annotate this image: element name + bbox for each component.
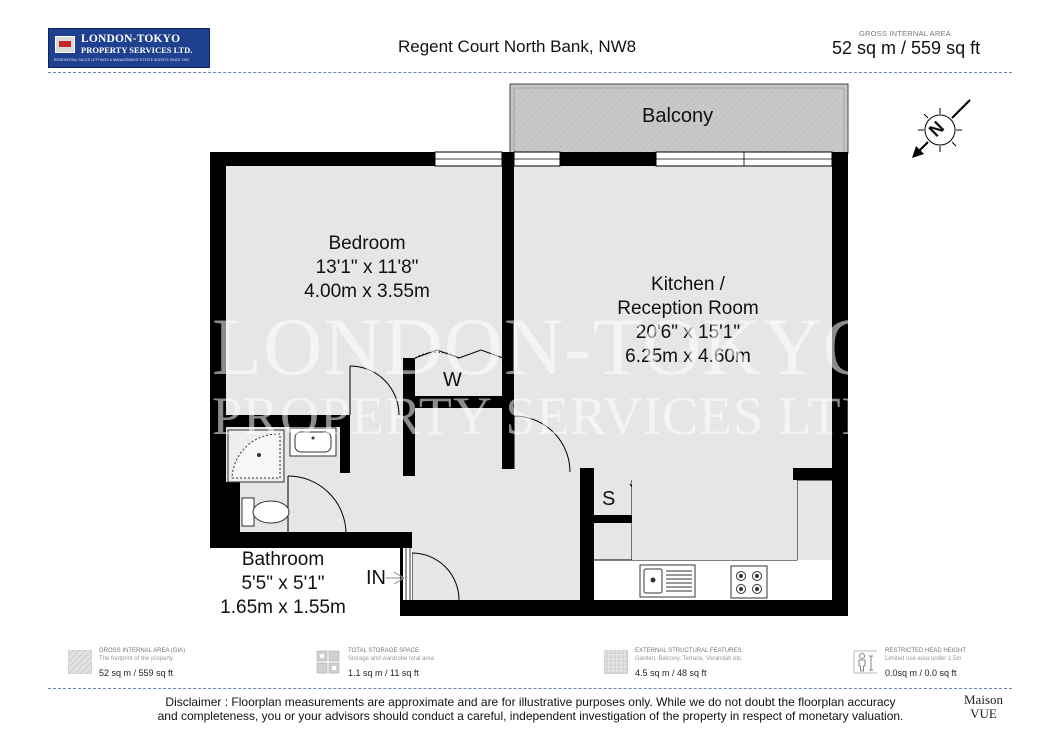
- disclaimer-line1: Disclaimer : Floorplan measurements are …: [165, 695, 896, 709]
- legend-gia-title: GROSS INTERNAL AREA (GIA): [99, 648, 186, 654]
- balcony-label: Balcony: [642, 105, 714, 127]
- floor-plan: [210, 83, 971, 616]
- hatched-area-icon: [68, 650, 92, 674]
- toilet-icon: [241, 497, 255, 527]
- kitchen-name-line1: Kitchen /: [651, 274, 725, 295]
- legend-storage-value: 1.1 sq m / 11 sq ft: [348, 668, 419, 678]
- legend-headheight-title: RESTRICTED HEAD HEIGHT: [885, 648, 967, 654]
- bathroom-imperial: 5'5" x 5'1": [241, 573, 325, 594]
- legend-headheight-value: 0.0sq m / 0.0 sq ft: [885, 668, 957, 678]
- storage-label: S: [602, 488, 616, 510]
- logo-subtitle: PROPERTY SERVICES LTD.: [81, 45, 193, 55]
- entrance-label: IN: [366, 567, 386, 589]
- doors: [287, 349, 651, 601]
- bathroom-label: Bathroom 5'5" x 5'1" 1.65m x 1.55m: [198, 548, 368, 620]
- brand-line1: Maison: [964, 692, 1003, 707]
- bedroom-metric: 4.00m x 3.55m: [304, 281, 430, 302]
- disclaimer: Disclaimer : Floorplan measurements are …: [0, 695, 1061, 723]
- legend-headheight-desc: Limited use area under 1.5m: [885, 656, 962, 662]
- balcony: [509, 83, 849, 154]
- disclaimer-line2: and completeness, you or your advisors s…: [157, 709, 904, 723]
- legend-gia-value: 52 sq m / 559 sq ft: [99, 668, 174, 678]
- kitchen-name-line2: Reception Room: [617, 298, 759, 319]
- legend-external-desc: Garden, Balcony, Terrace, Verandah etc.: [635, 656, 743, 662]
- brand-mark: Maison VUE: [964, 693, 1003, 721]
- logo-badge-icon: [55, 36, 75, 53]
- storage-icon: [316, 650, 340, 674]
- kitchen-counter: [594, 479, 832, 600]
- agency-logo: LONDON-TOKYO PROPERTY SERVICES LTD. RESI…: [48, 28, 210, 68]
- bedroom-name: Bedroom: [328, 233, 406, 254]
- legend-external-value: 4.5 sq m / 48 sq ft: [635, 668, 707, 678]
- legend-storage-title: TOTAL STORAGE SPACE: [348, 648, 420, 654]
- header-divider: [48, 72, 1012, 73]
- legend-external-title: EXTERNAL STRUCTURAL FEATURES: [635, 648, 742, 654]
- brand-line2: VUE: [970, 706, 997, 721]
- property-title: Regent Court North Bank, NW8: [398, 37, 637, 56]
- sink-icon: [639, 564, 696, 598]
- bedroom-label: Bedroom 13'1" x 11'8" 4.00m x 3.55m: [282, 232, 452, 304]
- legend-storage-desc: Storage and wardrobe total area: [348, 656, 435, 662]
- gia-value: 52 sq m / 559 sq ft: [832, 38, 981, 58]
- kitchen-imperial: 20'6" x 15'1": [635, 322, 741, 343]
- bathroom-fittings: [227, 427, 337, 527]
- logo-name: LONDON-TOKYO: [81, 33, 181, 45]
- windows: [434, 151, 833, 167]
- entrance-arrow-icon: [386, 571, 405, 585]
- gia-caption: GROSS INTERNAL AREA: [859, 29, 951, 38]
- hob-icon: [730, 565, 768, 599]
- bathroom-metric: 1.65m x 1.55m: [220, 597, 346, 618]
- footer-divider: [48, 688, 1012, 689]
- wardrobe-label: W: [443, 369, 462, 391]
- legend-gia-desc: The footprint of the property: [99, 656, 174, 662]
- compass-icon: [912, 99, 971, 158]
- head-height-icon: [853, 650, 877, 674]
- kitchen-metric: 6.25m x 4.60m: [625, 346, 751, 367]
- grid-icon: [604, 650, 628, 674]
- bathroom-name: Bathroom: [241, 549, 325, 570]
- logo-tagline: RESIDENTIAL SALES LETTINGS & MANAGEMENT …: [54, 58, 190, 62]
- kitchen-label: Kitchen / Reception Room 20'6" x 15'1" 6…: [588, 273, 788, 369]
- bedroom-imperial: 13'1" x 11'8": [315, 257, 419, 278]
